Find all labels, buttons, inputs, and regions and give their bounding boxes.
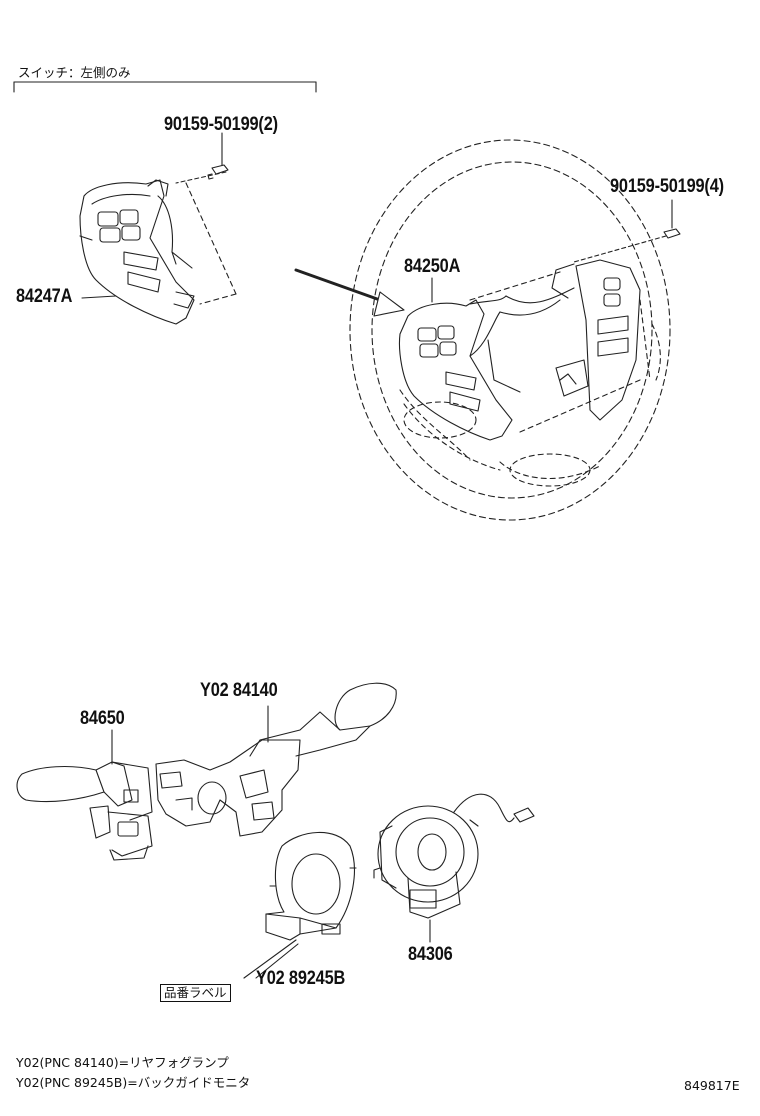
- wiper-control-switch-icon: [156, 683, 396, 836]
- spiral-cable-icon: [374, 794, 534, 918]
- footnote-1: Y02(PNC 84140)=リヤフォグランプ: [16, 1055, 229, 1070]
- pointer-arrow-icon: [296, 270, 404, 316]
- part-label-tag: 品番ラベル: [160, 984, 231, 1002]
- part-number-84650: 84650: [80, 708, 125, 729]
- steering-wheel-icon: [350, 140, 670, 520]
- bolt-right-icon: [574, 200, 680, 262]
- bolt-left-icon: [176, 133, 228, 183]
- switch-assembly-right-pad-icon: [470, 260, 650, 432]
- leader-part-label: [256, 944, 298, 978]
- steering-angle-sensor-icon: [266, 832, 356, 940]
- switch-assembly-left-pad-icon: [400, 296, 520, 440]
- part-number-84250A: 84250A: [404, 256, 461, 277]
- left-steering-switch-icon: [80, 180, 236, 324]
- part-number-84247A: 84247A: [16, 286, 73, 307]
- leader-84247A: [82, 296, 116, 298]
- part-number-89245B: Y02 89245B: [256, 968, 346, 989]
- steering-wheel-spokes: [400, 324, 660, 486]
- part-number-bolt-left: 90159-50199(2): [164, 114, 278, 135]
- footnote-2: Y02(PNC 89245B)=バックガイドモニタ: [16, 1075, 251, 1090]
- part-number-84306: 84306: [408, 944, 453, 965]
- diagram-code: 849817E: [684, 1078, 740, 1093]
- part-number-84140: Y02 84140: [200, 680, 278, 701]
- header-note: スイッチ：左側のみ: [18, 65, 131, 80]
- header-bracket: [14, 82, 316, 92]
- leader-89245B-sensor: [244, 940, 296, 978]
- part-number-bolt-right: 90159-50199(4): [610, 176, 724, 197]
- light-control-switch-icon: [17, 762, 152, 860]
